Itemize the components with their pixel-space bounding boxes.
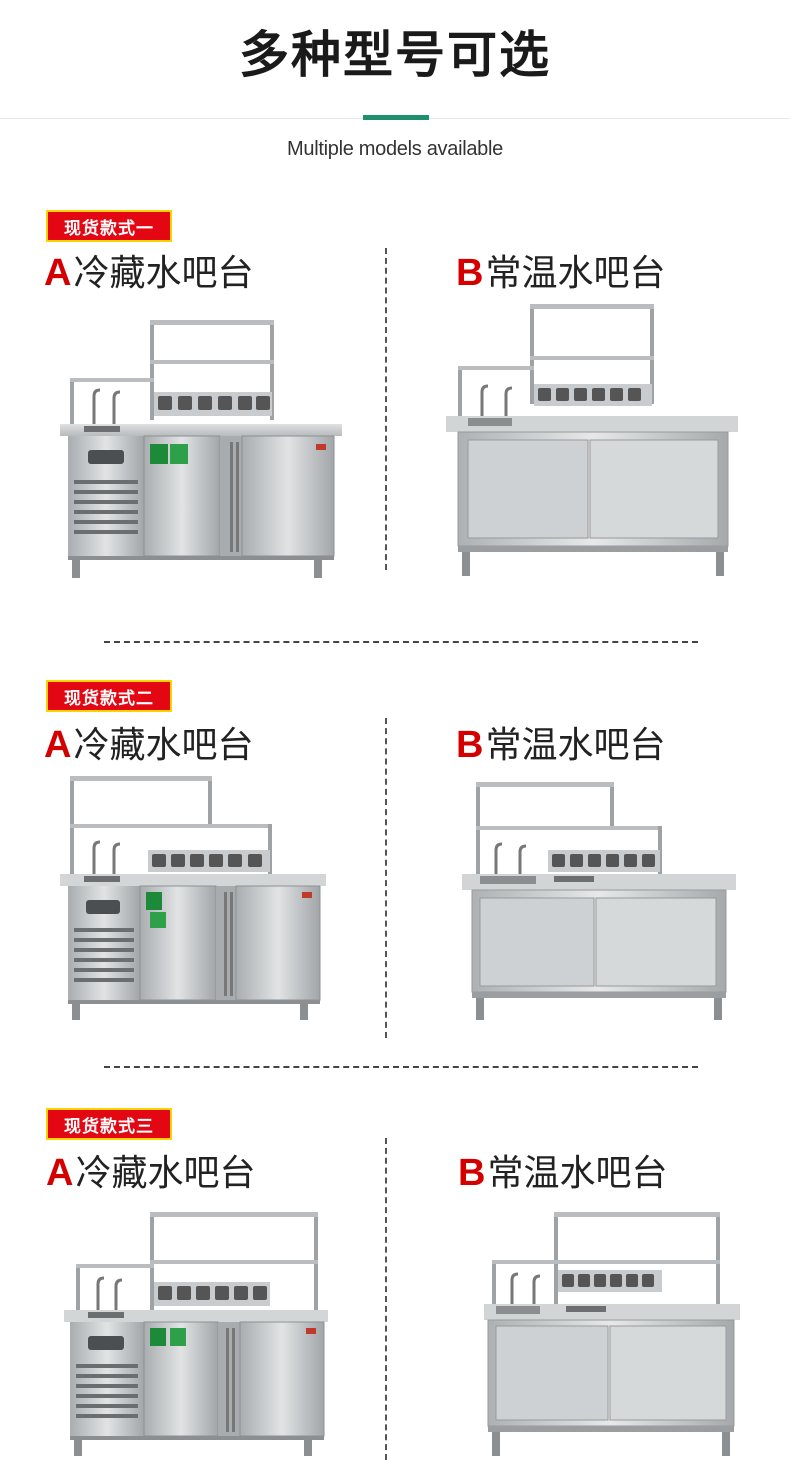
model-letter: B [456, 252, 484, 294]
model-letter: B [456, 724, 484, 766]
refrigerated-counter-image [58, 776, 330, 1020]
model-letter: A [46, 1152, 74, 1194]
model-a-label: A冷藏水吧台 [44, 726, 253, 764]
ambient-counter-image [460, 778, 738, 1022]
model-name: 常温水吧台 [485, 253, 666, 294]
column-divider [385, 1138, 387, 1460]
model-a-label: A冷藏水吧台 [46, 1154, 255, 1192]
ambient-counter-image [444, 300, 740, 578]
model-name: 常温水吧台 [487, 1153, 668, 1194]
stock-badge: 现货款式一 [46, 210, 172, 242]
section-divider [104, 641, 698, 643]
model-name: 冷藏水吧台 [75, 1153, 256, 1194]
refrigerated-counter-image [58, 320, 346, 578]
model-name: 冷藏水吧台 [73, 725, 254, 766]
page-subtitle: Multiple models available [287, 138, 503, 160]
model-b-label: B常温水吧台 [456, 254, 665, 292]
refrigerated-counter-image [62, 1212, 332, 1458]
section-divider [104, 1066, 698, 1068]
model-name: 冷藏水吧台 [73, 253, 254, 294]
model-letter: A [44, 252, 72, 294]
column-divider [385, 248, 387, 570]
model-letter: B [458, 1152, 486, 1194]
page-title: 多种型号可选 [239, 26, 551, 84]
model-b-label: B常温水吧台 [458, 1154, 667, 1192]
column-divider [385, 718, 387, 1038]
ambient-counter-image [482, 1208, 742, 1458]
model-b-label: B常温水吧台 [456, 726, 665, 764]
model-a-label: A冷藏水吧台 [44, 254, 253, 292]
title-accent-bar [363, 115, 429, 120]
stock-badge: 现货款式二 [46, 680, 172, 712]
model-letter: A [44, 724, 72, 766]
model-name: 常温水吧台 [485, 725, 666, 766]
stock-badge: 现货款式三 [46, 1108, 172, 1140]
